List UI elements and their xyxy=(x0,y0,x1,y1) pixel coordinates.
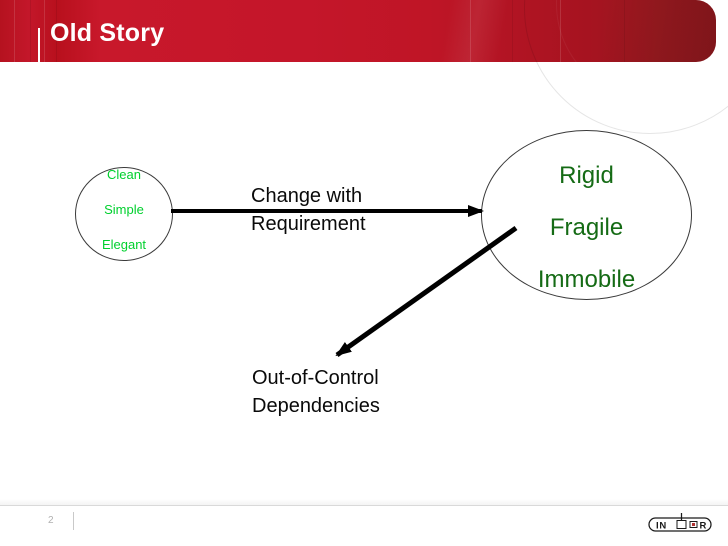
change-label-line2: Requirement xyxy=(251,213,366,235)
footer-shadow xyxy=(0,499,728,505)
deps-label-line1: Out-of-Control xyxy=(252,367,379,389)
footer-divider-rule xyxy=(0,505,728,506)
good-design-word-simple: Simple xyxy=(104,202,144,217)
good-design-word-clean: Clean xyxy=(107,167,141,182)
svg-text:R: R xyxy=(700,521,707,532)
change-with-requirement-label: Change with Requirement xyxy=(251,182,366,238)
bad-design-word-rigid: Rigid xyxy=(559,162,614,189)
good-design-word-elegant: Elegant xyxy=(101,237,147,252)
change-label-line1: Change with xyxy=(251,185,363,207)
out-of-control-dependencies-arrow xyxy=(335,225,518,358)
out-of-control-dependencies-label: Out-of-Control Dependencies xyxy=(252,364,380,420)
infor-logo-text: IN xyxy=(656,521,667,532)
bad-design-word-immobile: Immobile xyxy=(537,266,636,293)
deps-label-line2: Dependencies xyxy=(252,395,380,417)
footer-vertical-divider xyxy=(73,512,74,530)
bad-design-word-fragile: Fragile xyxy=(549,214,624,241)
title-accent-tick xyxy=(38,28,40,68)
page-number: 2 xyxy=(48,515,54,526)
infor-logo: IN R xyxy=(648,513,712,532)
good-design-oval xyxy=(75,167,173,261)
page-title: Old Story xyxy=(50,19,165,47)
